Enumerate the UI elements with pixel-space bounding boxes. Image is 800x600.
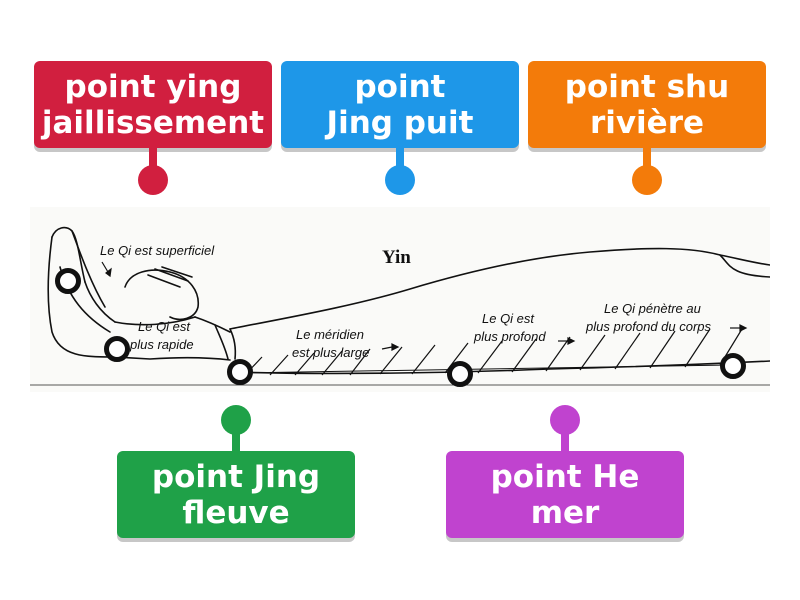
annotation: plus profond — [473, 329, 546, 344]
annotation: est plus large — [292, 345, 369, 360]
label-point-jing-puit[interactable]: point Jing puit — [281, 61, 519, 148]
annotation: Le méridien — [296, 327, 364, 342]
connector — [643, 148, 651, 172]
anchor-dot — [385, 165, 415, 195]
annotation: Le Qi est superficiel — [100, 243, 215, 258]
connector — [149, 148, 157, 172]
drop-target-ring[interactable] — [104, 336, 130, 362]
label-point-jing-fleuve[interactable]: point Jing fleuve — [117, 451, 355, 538]
anchor-dot — [632, 165, 662, 195]
drop-target-ring[interactable] — [227, 359, 253, 385]
annotation: Le Qi est — [138, 319, 191, 334]
annotation: plus rapide — [129, 337, 194, 352]
drop-target-ring[interactable] — [447, 361, 473, 387]
arm-illustration: Yin Le Qi est superficiel Le Qi est plus… — [29, 226, 771, 386]
arm-meridian-figure: Yin Le Qi est superficiel Le Qi est plus… — [29, 207, 771, 392]
connector — [561, 428, 569, 452]
annotation: Le Qi pénètre au — [604, 301, 701, 316]
anchor-dot — [138, 165, 168, 195]
label-text: point shu rivière — [564, 68, 730, 141]
connector — [232, 428, 240, 452]
drop-target-ring[interactable] — [55, 268, 81, 294]
label-text: point Jing fleuve — [151, 458, 321, 531]
label-text: point ying jaillissement — [41, 68, 265, 141]
label-point-he-mer[interactable]: point He mer — [446, 451, 684, 538]
connector — [396, 148, 404, 172]
annotation: plus profond du corps — [585, 319, 712, 334]
label-point-ying-jaillissement[interactable]: point ying jaillissement — [34, 61, 272, 148]
label-point-shu-riviere[interactable]: point shu rivière — [528, 61, 766, 148]
annotation: Le Qi est — [482, 311, 535, 326]
label-text: point He mer — [490, 458, 640, 531]
drop-target-ring[interactable] — [720, 353, 746, 379]
yin-label: Yin — [382, 247, 411, 268]
label-text: point Jing puit — [326, 68, 474, 141]
